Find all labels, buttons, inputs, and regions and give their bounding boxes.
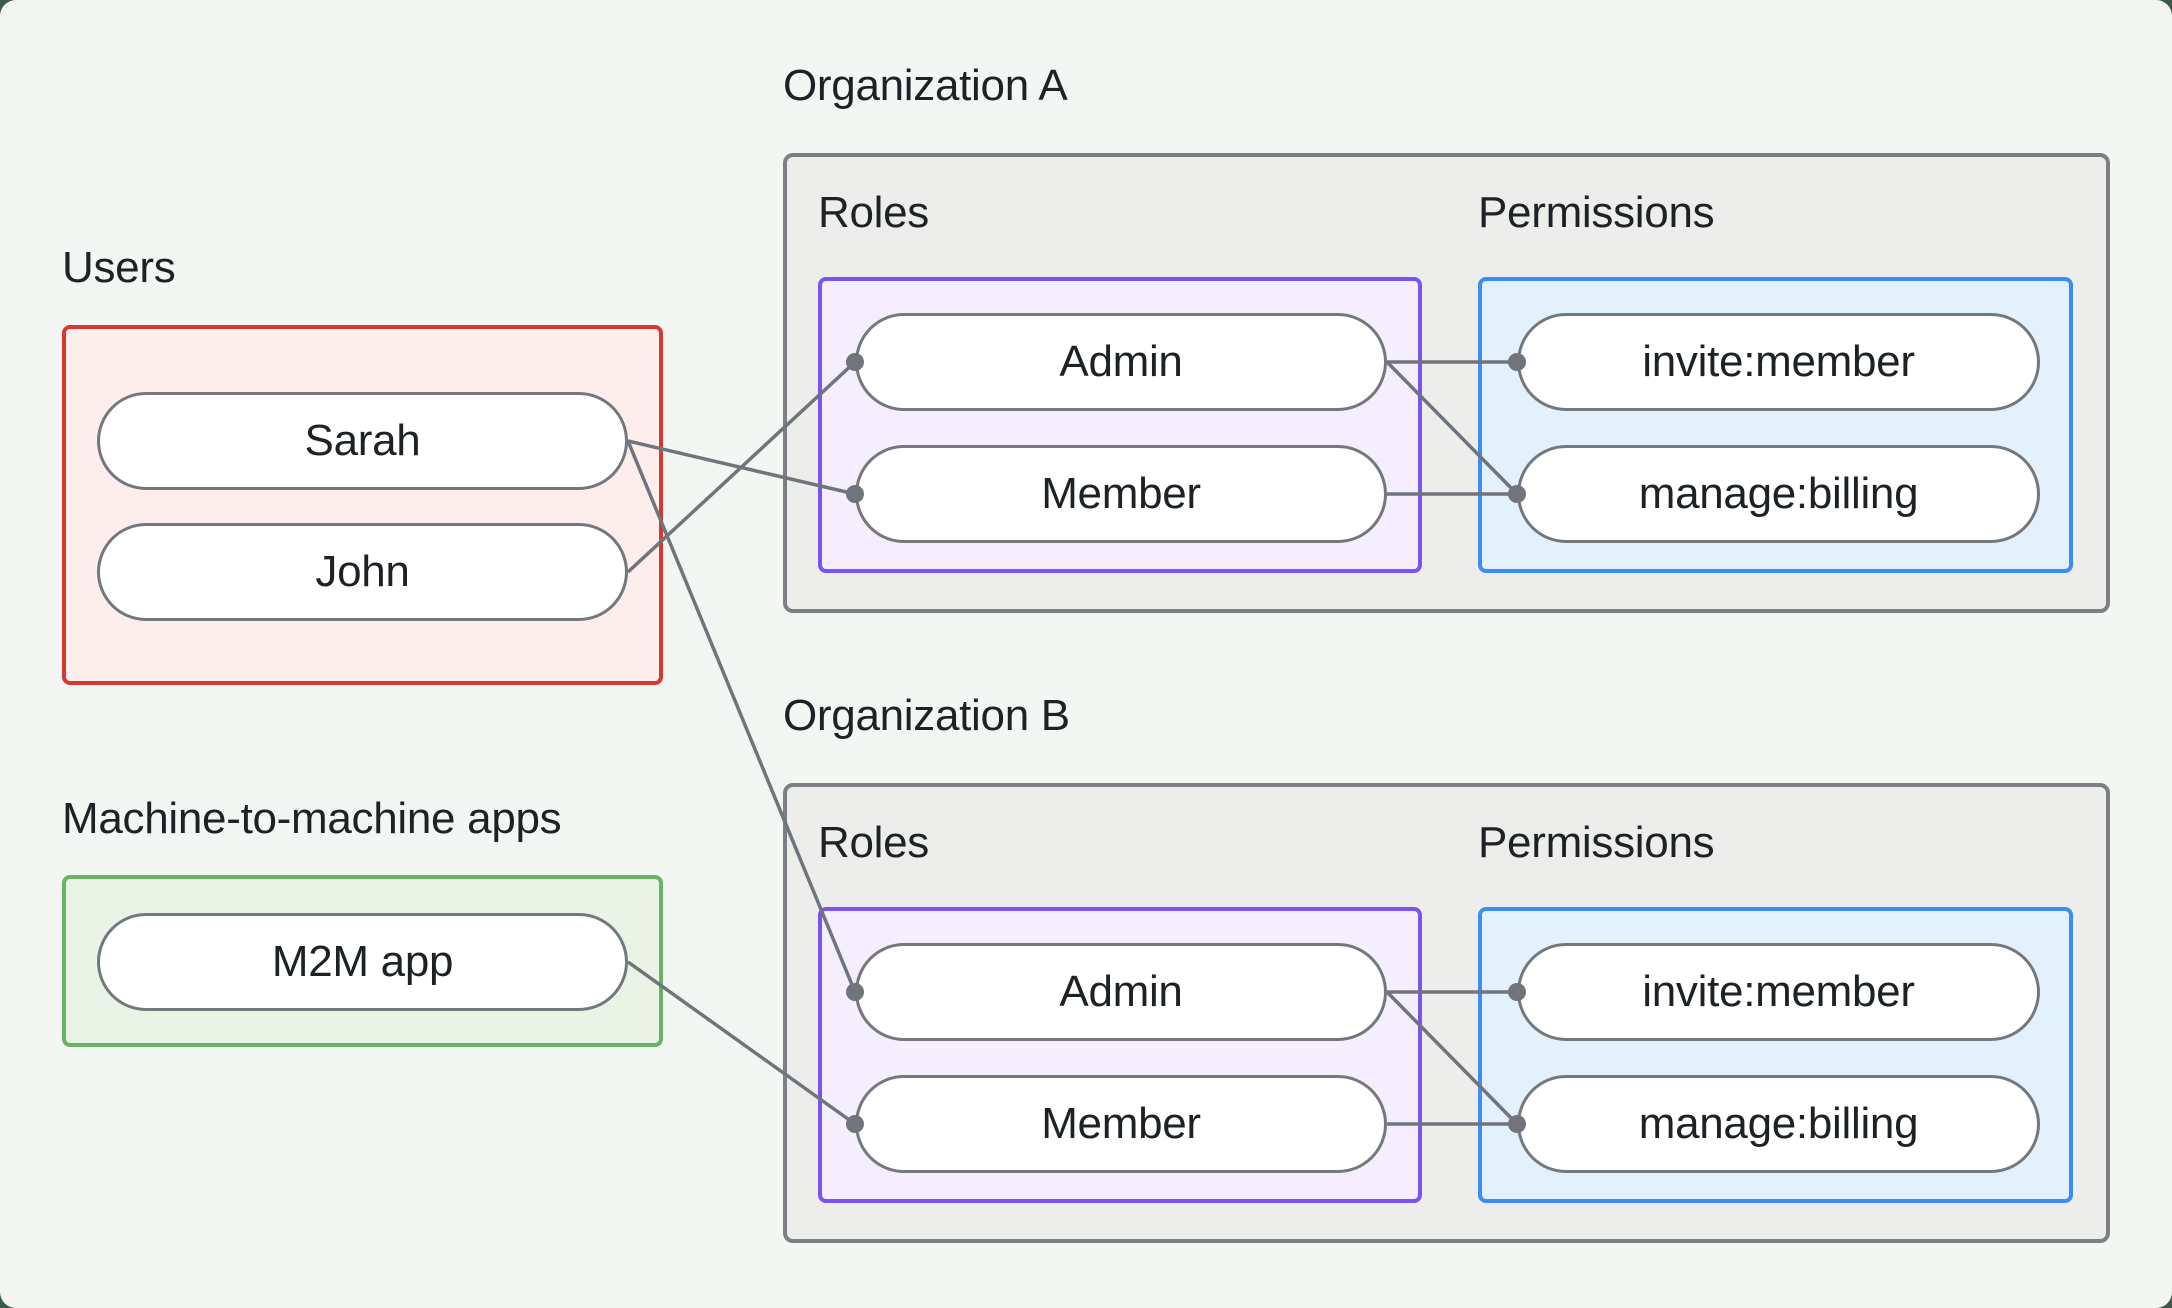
org-a-roles-label: Roles (818, 188, 929, 237)
org-b-permissions-label: Permissions (1478, 818, 1715, 867)
org-b-title: Organization B (783, 691, 1070, 740)
m2m-group-label: Machine-to-machine apps (62, 794, 562, 843)
users-group-box (62, 325, 663, 685)
org-b-roles-label: Roles (818, 818, 929, 867)
m2m-app-node: M2M app (97, 913, 628, 1011)
org-a-permissions-label: Permissions (1478, 188, 1715, 237)
user-node-sarah: Sarah (97, 392, 628, 490)
org-b-role-member: Member (855, 1075, 1387, 1173)
org-a-permission-invite-member: invite:member (1517, 313, 2040, 411)
user-node-john: John (97, 523, 628, 621)
org-b-role-admin: Admin (855, 943, 1387, 1041)
org-b-permission-invite-member: invite:member (1517, 943, 2040, 1041)
org-a-role-admin: Admin (855, 313, 1387, 411)
org-a-permission-manage-billing: manage:billing (1517, 445, 2040, 543)
org-a-role-member: Member (855, 445, 1387, 543)
users-group-label: Users (62, 243, 176, 292)
org-b-permission-manage-billing: manage:billing (1517, 1075, 2040, 1173)
org-a-title: Organization A (783, 61, 1068, 110)
